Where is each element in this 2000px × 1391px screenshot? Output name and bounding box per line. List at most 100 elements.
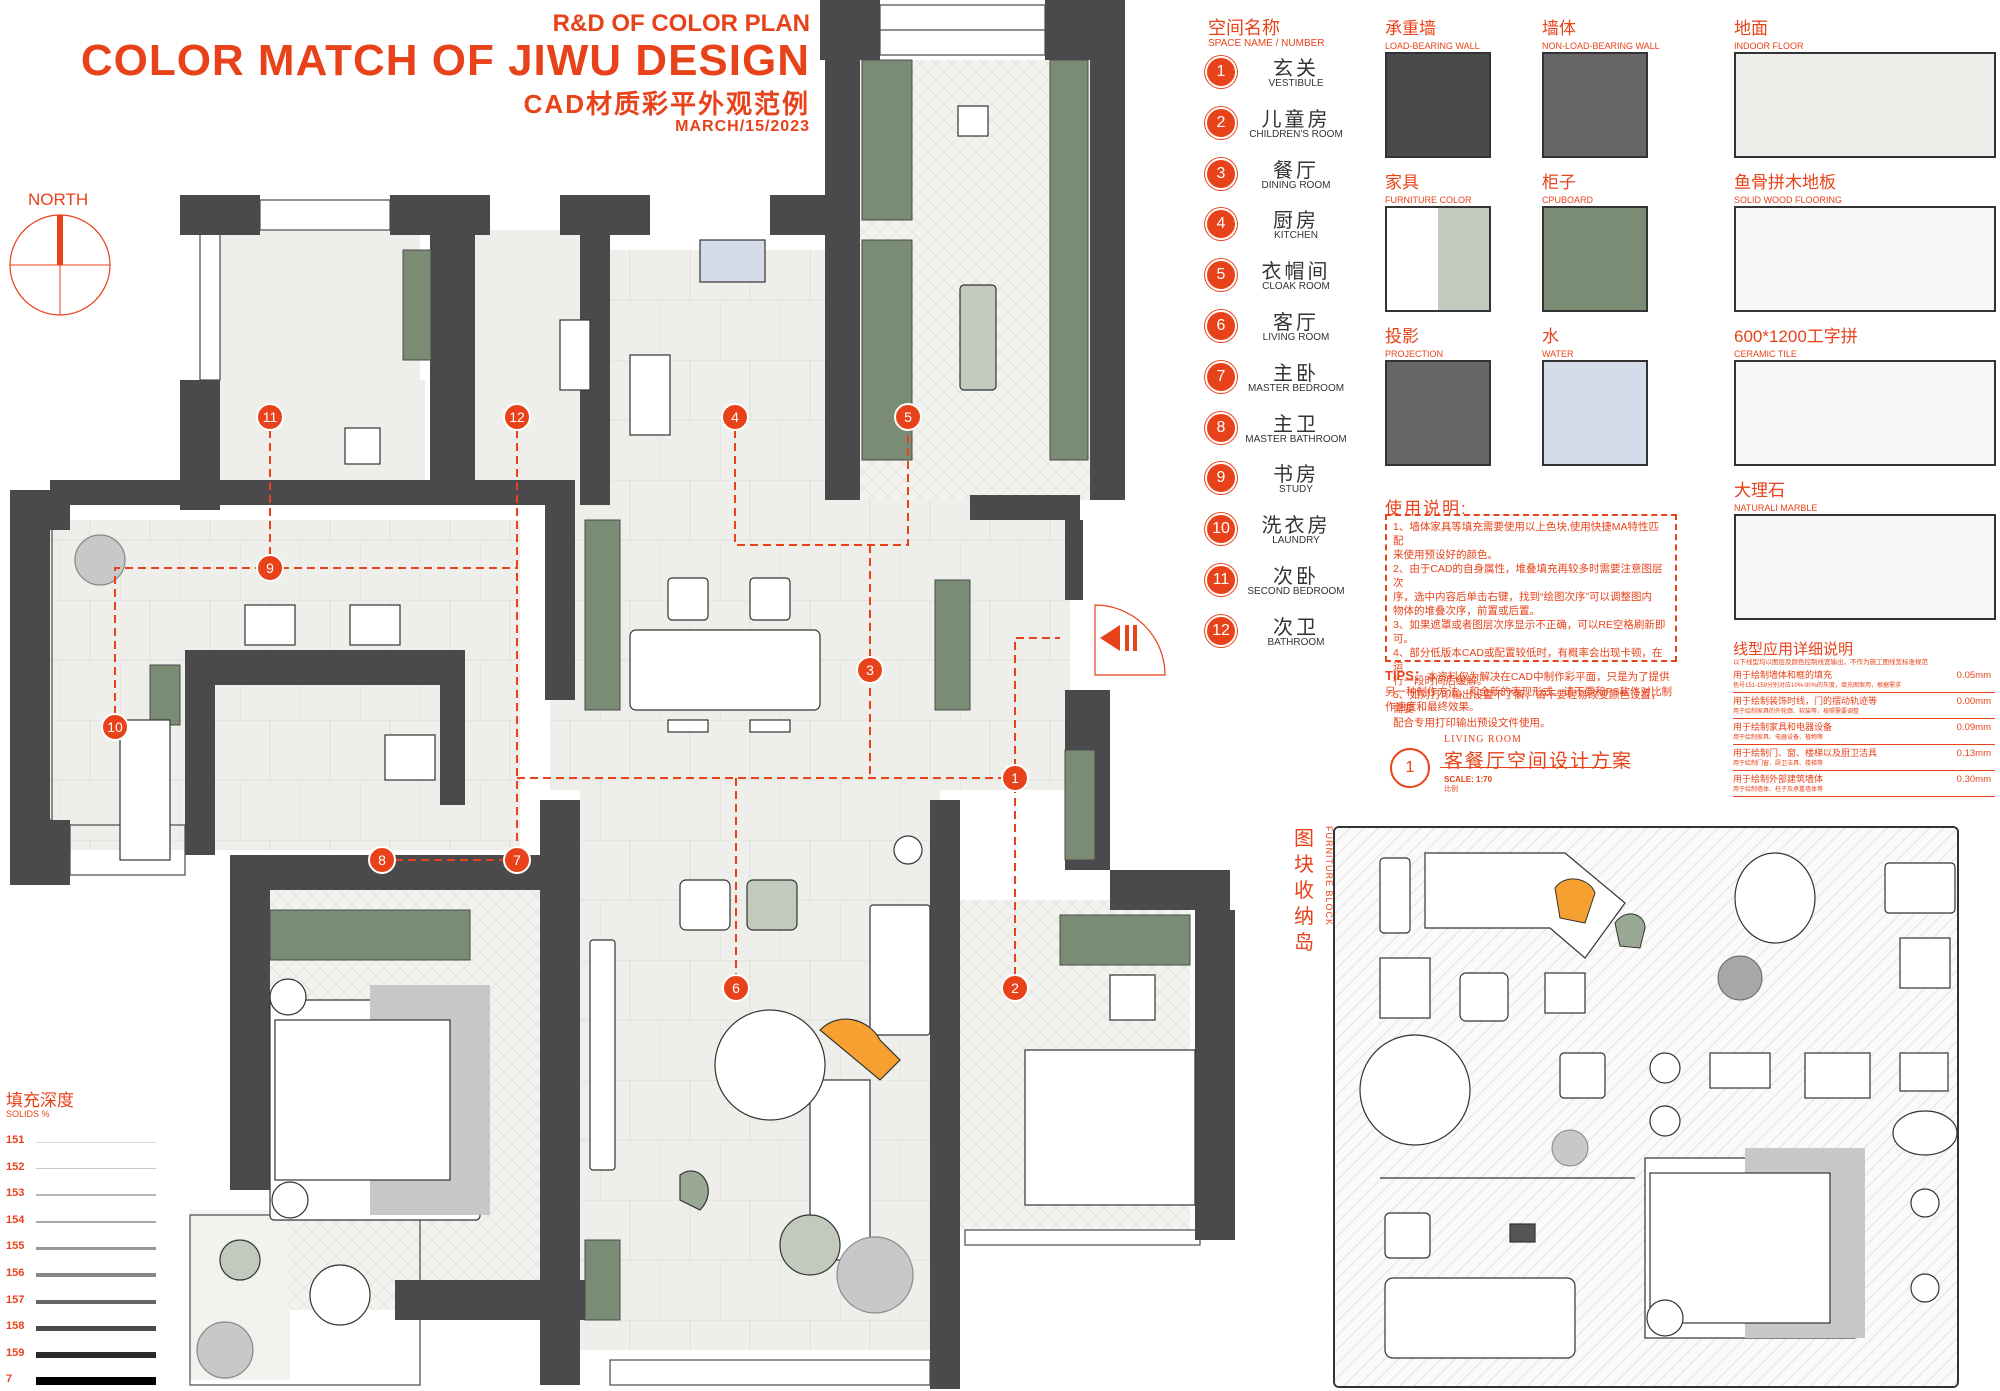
swatch-5: 鱼骨拼木地板 SOLID WOOD FLOORING xyxy=(1734,168,1996,312)
swatch-color-box xyxy=(1734,206,1996,312)
drawing-number: 1 xyxy=(1390,748,1430,788)
room-number-badge: 11 xyxy=(1205,564,1237,596)
usage-line: 配合专用打印输出预设文件使用。 xyxy=(1393,717,1551,729)
room-name-cn: 次卧 xyxy=(1273,566,1319,588)
plan-marker-label: 4 xyxy=(731,409,739,425)
fill-depth-row: 157 xyxy=(6,1294,156,1312)
room-name-en: KITCHEN xyxy=(1274,230,1318,242)
swatch-name-cn: 鱼骨拼木地板 xyxy=(1734,173,1836,192)
drawing-title-en: LIVING ROOM xyxy=(1444,734,1522,745)
plan-marker-circle xyxy=(101,713,129,741)
room-name-cn: 餐厅 xyxy=(1273,159,1319,182)
plan-marker-label: 12 xyxy=(509,409,525,425)
fill-depth-label: 158 xyxy=(6,1320,25,1333)
furniture-block-subtitle: FURNITURE BLOCK xyxy=(1324,826,1334,927)
entry-door xyxy=(1094,604,1166,676)
room-name-cn: 衣帽间 xyxy=(1261,261,1331,284)
plan-marker-circle xyxy=(722,974,750,1002)
plan-marker-8: 8 xyxy=(368,846,396,874)
swatch-name-en: SOLID WOOD FLOORING xyxy=(1734,195,1843,205)
swatch-color-box xyxy=(1542,52,1648,158)
swatch-name-cn: 投影 xyxy=(1385,327,1419,346)
swatch-name-cn: 600*1200工字拼 xyxy=(1734,327,1858,346)
plan-marker-circle xyxy=(368,846,396,874)
line-usage-value: 0.00mm xyxy=(1956,696,1991,707)
fill-depth-subtitle: SOLIDS % xyxy=(6,1109,50,1119)
room-name-cn: 厨房 xyxy=(1273,210,1319,233)
plan-marker-label: 5 xyxy=(904,409,912,425)
plan-marker-11: 11 xyxy=(256,403,284,431)
plan-marker-12: 12 xyxy=(503,403,531,431)
fill-depth-line xyxy=(36,1168,156,1170)
plan-marker-circle xyxy=(1001,974,1029,1002)
room-name-cn: 玄关 xyxy=(1273,58,1319,80)
fill-depth-line xyxy=(36,1220,156,1224)
fill-depth-label: 154 xyxy=(6,1213,25,1226)
fill-depth-line xyxy=(36,1246,156,1250)
furniture xyxy=(74,105,1196,1379)
plan-marker-label: 7 xyxy=(513,852,521,868)
page-title: COLOR MATCH OF JIWU DESIGN xyxy=(80,36,810,85)
line-usage-text: 用于绘制门、窗、楼梯以及厨卫洁具 xyxy=(1733,748,1878,758)
fill-depth-line xyxy=(36,1299,156,1304)
windows xyxy=(39,4,1201,1386)
swatch-color-box xyxy=(1734,52,1996,158)
plan-marker-10: 10 xyxy=(101,713,129,741)
fill-depth-row: 155 xyxy=(6,1240,156,1258)
room-name-en: LAUNDRY xyxy=(1272,535,1320,547)
swatch-name-cn: 承重墙 xyxy=(1385,19,1436,38)
plan-marker-label: 9 xyxy=(266,560,274,576)
swatch-name-en: INDOOR FLOOR xyxy=(1734,41,1804,51)
usage-line: 1、墙体家具等填充需要使用以上色块,使用快捷MA特性匹配 xyxy=(1393,521,1660,547)
drawing-title-cn: 客餐厅空间设计方案 xyxy=(1444,751,1634,772)
plan-marker-circle xyxy=(721,403,749,431)
fill-depth-label: 157 xyxy=(6,1293,25,1306)
legend-title: 空间名称 xyxy=(1208,18,1280,38)
fill-depth-row: 152 xyxy=(6,1161,156,1179)
swatch-color-box xyxy=(1734,360,1996,466)
plan-marker-label: 3 xyxy=(866,662,874,678)
swatch-name-en: NATURALI MARBLE xyxy=(1734,503,1818,513)
swatch-name-cn: 水 xyxy=(1542,327,1559,346)
fill-depth-row: 7 xyxy=(6,1373,156,1391)
room-name-cn: 洗衣房 xyxy=(1261,515,1331,538)
room-number-badge: 1 xyxy=(1205,56,1237,88)
fill-depth-line xyxy=(36,1377,156,1386)
room-name-en: LIVING ROOM xyxy=(1262,332,1330,343)
swatch-color-box xyxy=(1734,514,1996,620)
plan-marker-7: 7 xyxy=(503,846,531,874)
swatch-name-en: PROJECTION xyxy=(1385,349,1444,359)
north-label: NORTH xyxy=(28,190,89,209)
line-usage-text: 用于绘制家具和电器设备 xyxy=(1733,722,1833,732)
fill-depth-row: 156 xyxy=(6,1267,156,1285)
fill-depth-line xyxy=(36,1351,156,1358)
tips-body: 本资料仅为解决在CAD中制作彩平面，只是为了提供另一种制作方法，和全新的表现形式… xyxy=(1385,671,1673,713)
fill-depth-label: 152 xyxy=(6,1160,25,1173)
swatch-6: 投影 PROJECTION xyxy=(1385,322,1491,466)
room-number-badge: 6 xyxy=(1205,310,1237,342)
swatch-name-en: FURNITURE COLOR xyxy=(1385,195,1472,205)
fill-depth-line xyxy=(36,1141,156,1143)
usage-line: 行一段时间后缓解。 xyxy=(1393,675,1488,687)
room-name-cn: 主卧 xyxy=(1273,362,1319,385)
usage-title: 使用说明: xyxy=(1385,499,1468,518)
page-title-cn: CAD材质彩平外观范例 xyxy=(523,89,810,119)
swatch-name-en: CPUBOARD xyxy=(1542,195,1594,205)
plan-marker-3: 3 xyxy=(856,656,884,684)
fill-depth-row: 158 xyxy=(6,1320,156,1338)
